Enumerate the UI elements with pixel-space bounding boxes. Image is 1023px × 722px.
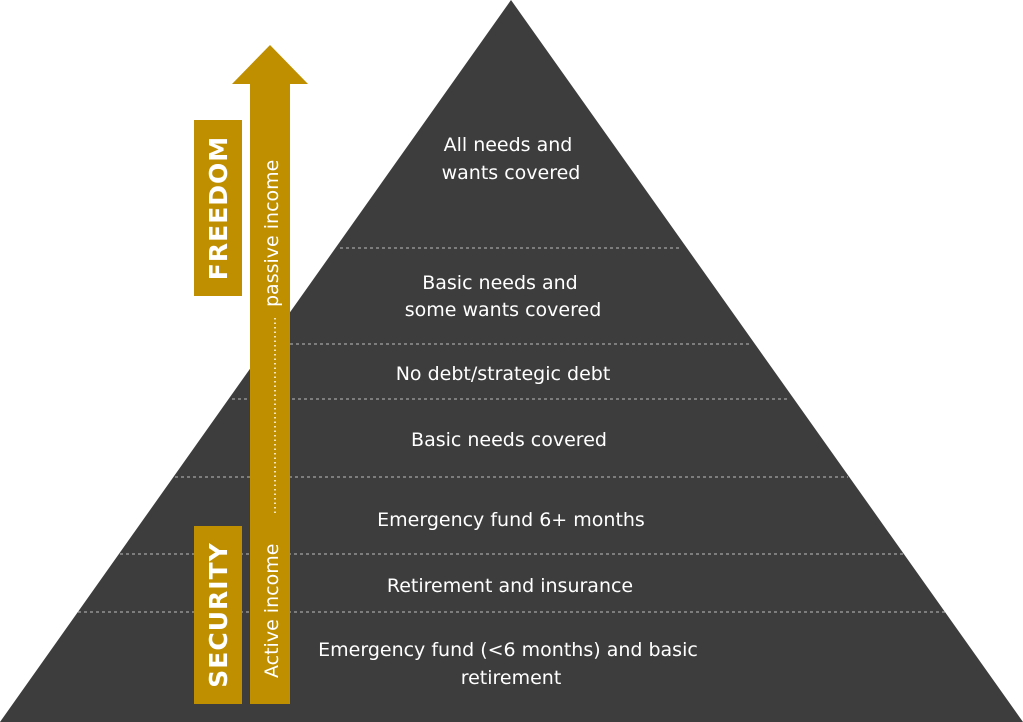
freedom-box-bg bbox=[194, 120, 242, 296]
tier-5-label: Emergency fund 6+ months bbox=[377, 509, 645, 531]
tier-1-line-1: All needs and bbox=[444, 134, 573, 156]
tier-3-label: No debt/strategic debt bbox=[396, 363, 611, 385]
freedom-box: FREEDOM bbox=[194, 120, 242, 296]
tier-2-line-2: some wants covered bbox=[405, 299, 602, 321]
passive-income-label: passive income bbox=[261, 160, 283, 307]
tier-labels: All needs and wants covered Basic needs … bbox=[318, 134, 704, 689]
tier-3-line-1: No debt/strategic debt bbox=[396, 363, 611, 385]
tier-7-line-2: retirement bbox=[461, 667, 562, 689]
income-arrow: Active income passive income bbox=[232, 45, 308, 704]
tier-2-line-1: Basic needs and bbox=[422, 272, 578, 294]
security-box-bg bbox=[194, 526, 242, 704]
tier-4-label: Basic needs covered bbox=[411, 429, 607, 451]
tier-6-line-1: Retirement and insurance bbox=[387, 575, 633, 597]
freedom-label: FREEDOM bbox=[204, 136, 233, 280]
tier-1-line-2: wants covered bbox=[442, 162, 581, 184]
tier-4-line-1: Basic needs covered bbox=[411, 429, 607, 451]
tier-1-label: All needs and wants covered bbox=[442, 134, 581, 184]
active-income-label: Active income bbox=[261, 544, 283, 678]
security-box: SECURITY bbox=[194, 526, 242, 704]
tier-6-label: Retirement and insurance bbox=[387, 575, 633, 597]
tier-5-line-1: Emergency fund 6+ months bbox=[377, 509, 645, 531]
tier-7-label: Emergency fund (<6 months) and basic ret… bbox=[318, 639, 704, 689]
security-label: SECURITY bbox=[204, 542, 233, 687]
tier-2-label: Basic needs and some wants covered bbox=[405, 272, 602, 321]
tier-7-line-1: Emergency fund (<6 months) and basic bbox=[318, 639, 698, 661]
arrow-shape bbox=[232, 45, 308, 704]
